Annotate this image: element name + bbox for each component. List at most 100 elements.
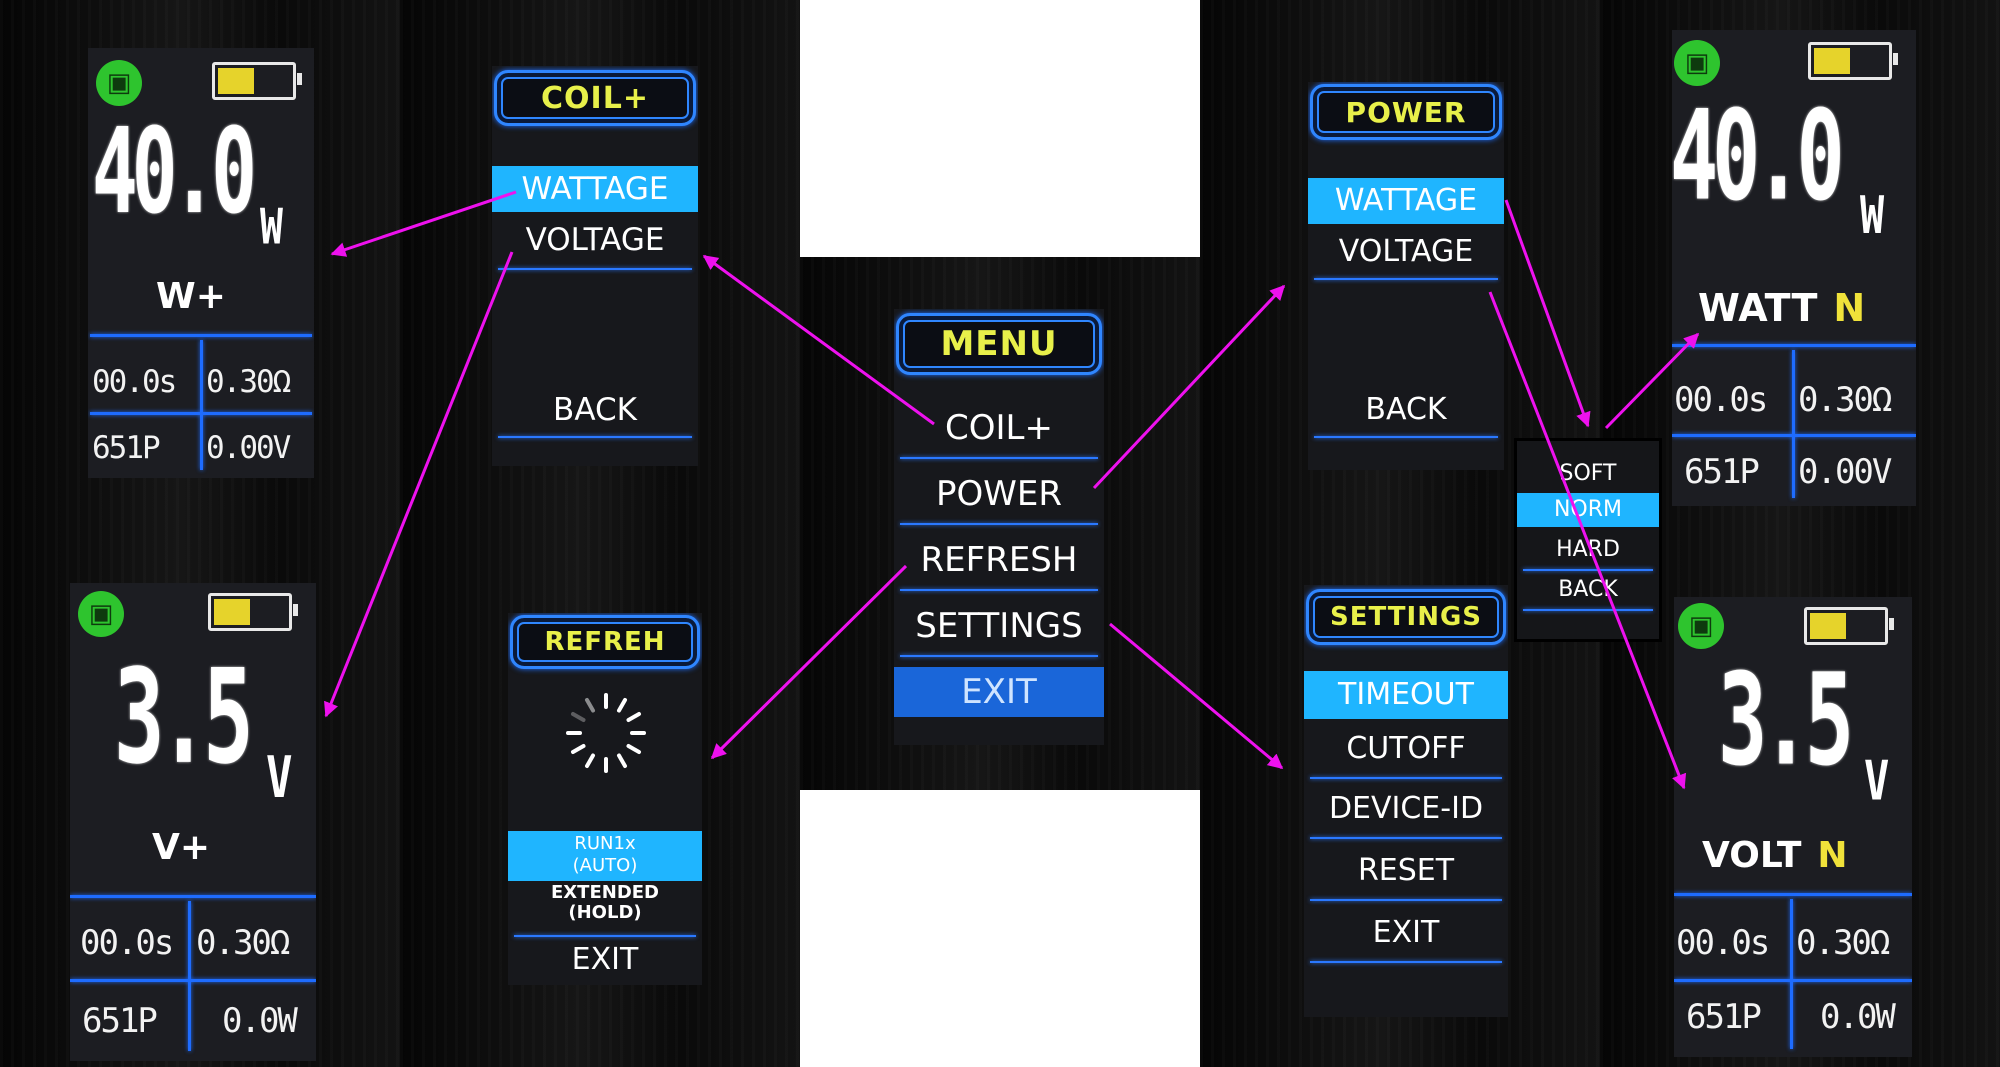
arrow-refresh-to-refreshmenu xyxy=(710,564,908,760)
output-watts: 0.0W xyxy=(1820,997,1896,1037)
mode-flag: N xyxy=(1833,286,1866,330)
battery-icon xyxy=(208,593,298,631)
loading-spinner-icon xyxy=(566,693,646,773)
puff-count: 651P xyxy=(82,1001,158,1041)
refresh-menu-title: REFREH xyxy=(510,615,700,669)
battery-level xyxy=(218,68,254,94)
settings-exit-item[interactable]: EXIT xyxy=(1372,915,1440,950)
menu-item-power[interactable]: POWER xyxy=(936,474,1062,514)
coil-menu-title: COIL+ xyxy=(494,70,696,126)
battery-icon xyxy=(1804,607,1894,645)
menu-item-settings[interactable]: SETTINGS xyxy=(915,606,1083,646)
screen-watt-coil: ▣ 40.0 W W+ 00.0s 0.30Ω 651P 0.00V xyxy=(88,48,314,478)
power-voltage-item[interactable]: VOLTAGE xyxy=(1338,234,1474,269)
arrow-power-to-powermenu xyxy=(1092,284,1286,490)
arrow-coil-voltage-to-volt xyxy=(324,251,514,718)
puff-count: 651P xyxy=(92,430,161,466)
puff-count: 651P xyxy=(1684,452,1760,492)
voltage-unit: V xyxy=(266,745,293,812)
voltage-unit: V xyxy=(1864,749,1890,813)
settings-menu-screen: SETTINGS TIMEOUT CUTOFF DEVICE-ID RESET … xyxy=(1304,585,1508,1017)
mode-text: VOLT xyxy=(1702,835,1802,876)
power-unit: W xyxy=(1860,186,1885,246)
settings-cutoff-item[interactable]: CUTOFF xyxy=(1346,731,1466,766)
coil-resistance: 0.30Ω xyxy=(1796,923,1890,963)
arrow-settings-to-settingsmenu xyxy=(1109,622,1284,770)
output-watts: 0.0W xyxy=(222,1001,298,1041)
photo-watt-coil: ▣ 40.0 W W+ 00.0s 0.30Ω 651P 0.00V xyxy=(0,0,400,533)
photo-watt-power: ▣ 40.0 W WATT N 00.0s 0.30Ω 651P 0.00V xyxy=(1600,0,2000,533)
coil-resistance: 0.30Ω xyxy=(1798,380,1892,420)
coil-voltage-item[interactable]: VOLTAGE xyxy=(525,222,665,258)
menu-item-coil[interactable]: COIL+ xyxy=(945,408,1053,448)
lock-icon: ▣ xyxy=(78,591,124,637)
fire-time: 00.0s xyxy=(92,364,177,400)
run-once-label: RUN1x xyxy=(574,833,636,854)
fire-time: 00.0s xyxy=(1676,923,1770,963)
power-wattage-item[interactable]: WATTAGE xyxy=(1308,178,1504,224)
menu-item-exit[interactable]: EXIT xyxy=(894,667,1104,717)
mode-label: W+ xyxy=(156,276,226,317)
screen-watt-power: ▣ 40.0 W WATT N 00.0s 0.30Ω 651P 0.00V xyxy=(1672,30,1916,506)
power-menu-title: POWER xyxy=(1310,84,1502,140)
arrow-power-voltage-to-volt xyxy=(1488,291,1687,790)
refresh-run-once-item[interactable]: RUN1x (AUTO) xyxy=(508,831,702,881)
photo-main-menu: MENU COIL+ POWER REFRESH SETTINGS EXIT xyxy=(800,257,1200,790)
mode-label: V+ xyxy=(152,827,211,868)
power-value: 40.0 xyxy=(92,102,257,240)
photo-power-menu: POWER WATTAGE VOLTAGE BACK xyxy=(1200,0,1600,533)
refresh-exit-item[interactable]: EXIT xyxy=(571,942,639,977)
mode-text: WATT xyxy=(1698,286,1818,330)
battery-icon xyxy=(212,62,302,100)
menu-item-refresh[interactable]: REFRESH xyxy=(920,540,1078,580)
photo-volt-power: ▣ 3.5 V VOLT N 00.0s 0.30Ω 651P 0.0W xyxy=(1600,533,2000,1067)
coil-menu-screen: COIL+ WATTAGE VOLTAGE BACK xyxy=(492,66,698,466)
settings-menu-title: SETTINGS xyxy=(1306,589,1506,645)
battery-level xyxy=(1814,48,1850,74)
curve-norm-item[interactable]: NORM xyxy=(1517,493,1659,527)
screen-volt-coil: ▣ 3.5 V V+ 00.0s 0.30Ω 651P 0.0W xyxy=(70,583,316,1061)
power-back-item[interactable]: BACK xyxy=(1365,392,1447,427)
photo-settings-menu: SETTINGS TIMEOUT CUTOFF DEVICE-ID RESET … xyxy=(1200,533,1600,1067)
voltage-value: 3.5 xyxy=(1718,647,1854,795)
refresh-extended-item[interactable]: EXTENDED (HOLD) xyxy=(508,883,702,931)
main-menu-screen: MENU COIL+ POWER REFRESH SETTINGS EXIT xyxy=(894,309,1104,745)
photo-refresh-menu: REFREH RUN1x (AUTO) EXTENDED xyxy=(400,533,800,1067)
output-volts: 0.00V xyxy=(206,430,291,466)
puff-count: 651P xyxy=(1686,997,1762,1037)
fire-time: 00.0s xyxy=(1674,380,1768,420)
battery-level xyxy=(214,599,250,625)
coil-resistance: 0.30Ω xyxy=(196,923,290,963)
arrow-curve-to-watt xyxy=(1604,332,1700,430)
photo-volt-coil: ▣ 3.5 V V+ 00.0s 0.30Ω 651P 0.0W xyxy=(0,533,400,1067)
coil-wattage-item[interactable]: WATTAGE xyxy=(492,166,698,212)
settings-reset-item[interactable]: RESET xyxy=(1357,853,1455,888)
settings-timeout-item[interactable]: TIMEOUT xyxy=(1304,671,1508,719)
fire-time: 00.0s xyxy=(80,923,174,963)
battery-level xyxy=(1810,613,1846,639)
arrow-power-wattage-to-curve xyxy=(1504,199,1591,428)
battery-icon xyxy=(1808,42,1898,80)
extended-label: EXTENDED xyxy=(551,882,659,903)
run-once-sub: (AUTO) xyxy=(572,855,638,876)
extended-sub: (HOLD) xyxy=(568,902,642,923)
lock-icon: ▣ xyxy=(1678,603,1724,649)
main-menu-title: MENU xyxy=(896,313,1102,375)
coil-back-item[interactable]: BACK xyxy=(553,392,637,428)
mode-label: WATT N xyxy=(1698,286,1865,330)
power-menu-screen: POWER WATTAGE VOLTAGE BACK xyxy=(1308,82,1504,470)
mode-label: VOLT N xyxy=(1702,835,1848,876)
curve-soft-item[interactable]: SOFT xyxy=(1559,461,1617,486)
power-unit: W xyxy=(260,198,283,256)
power-value: 40.0 xyxy=(1672,84,1845,229)
settings-device-id-item[interactable]: DEVICE-ID xyxy=(1328,791,1484,826)
arrow-coil-wattage-to-watt xyxy=(330,190,517,257)
output-volts: 0.00V xyxy=(1798,452,1892,492)
refresh-menu-screen: REFREH RUN1x (AUTO) EXTENDED xyxy=(508,613,702,985)
arrow-coil-to-coilmenu xyxy=(702,254,935,426)
photo-coil-menu: COIL+ WATTAGE VOLTAGE BACK xyxy=(400,0,800,533)
screen-volt-power: ▣ 3.5 V VOLT N 00.0s 0.30Ω 651P 0.0W xyxy=(1674,597,1912,1057)
mode-flag: N xyxy=(1817,835,1848,876)
lock-icon: ▣ xyxy=(1674,40,1720,86)
